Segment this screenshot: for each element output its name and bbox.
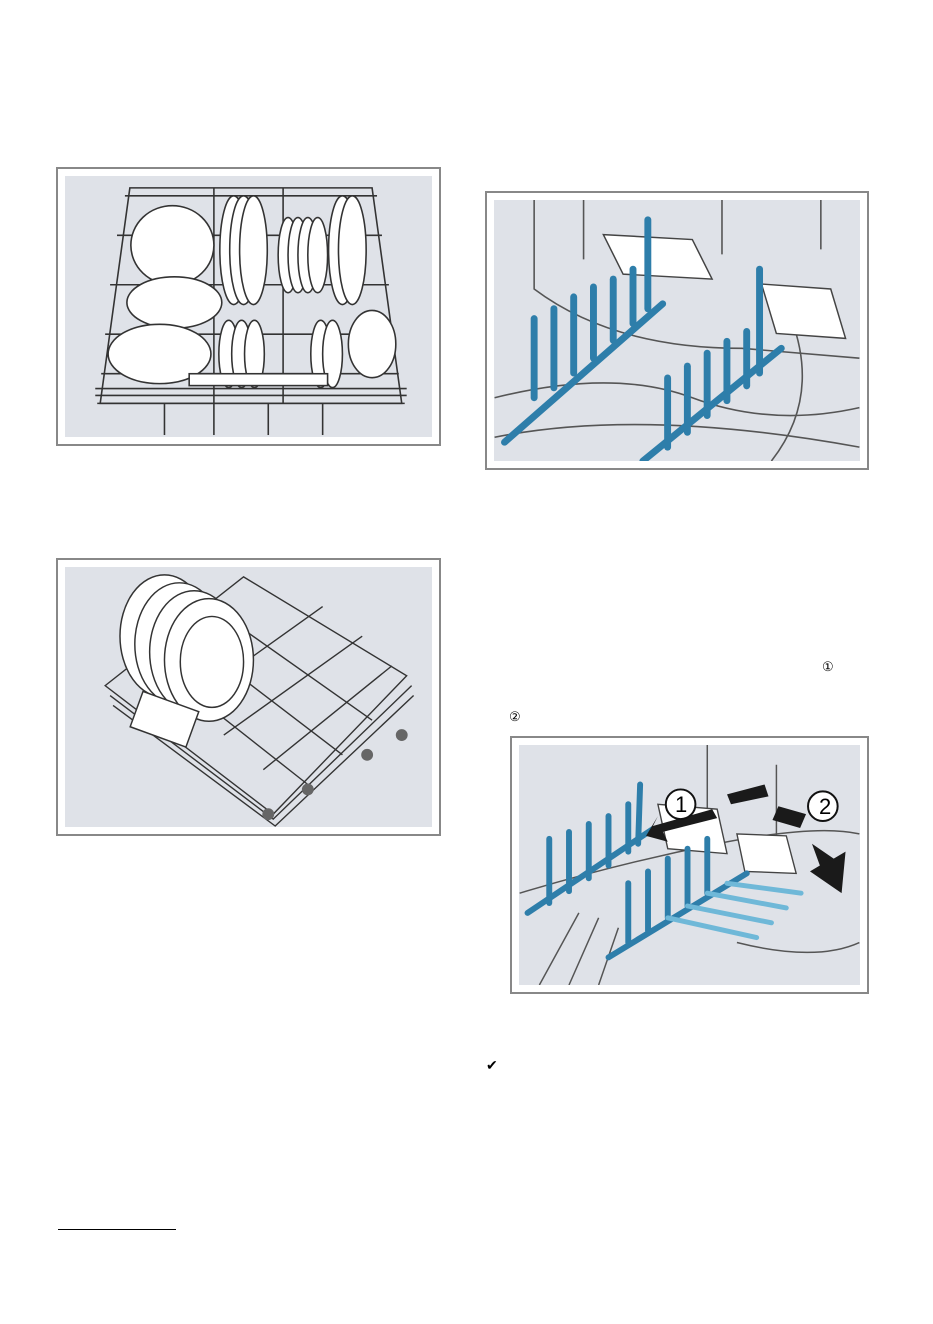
figure-upper-basket: [56, 167, 441, 446]
fold-arrow-seg3: [810, 844, 846, 893]
footnote-rule: [58, 1229, 176, 1230]
fold-tines-illustration: [519, 745, 860, 985]
figure-tine-rows: [485, 191, 869, 470]
callout-1-label: 1: [675, 793, 687, 817]
figure-fold-tines: 1 2: [510, 736, 869, 994]
step-2-marker: ②: [509, 710, 521, 723]
callout-2-label: 2: [819, 795, 831, 819]
fold-arrow-seg2: [772, 806, 806, 828]
step-1-marker: ①: [822, 660, 834, 673]
tine-rows-illustration: [494, 200, 860, 461]
figure-lower-basket: [56, 558, 441, 836]
result-check-icon: ✔: [486, 1057, 498, 1074]
fold-arrow-seg1: [727, 785, 768, 805]
upper-basket-illustration: [65, 176, 432, 437]
lower-basket-illustration: [65, 567, 432, 827]
